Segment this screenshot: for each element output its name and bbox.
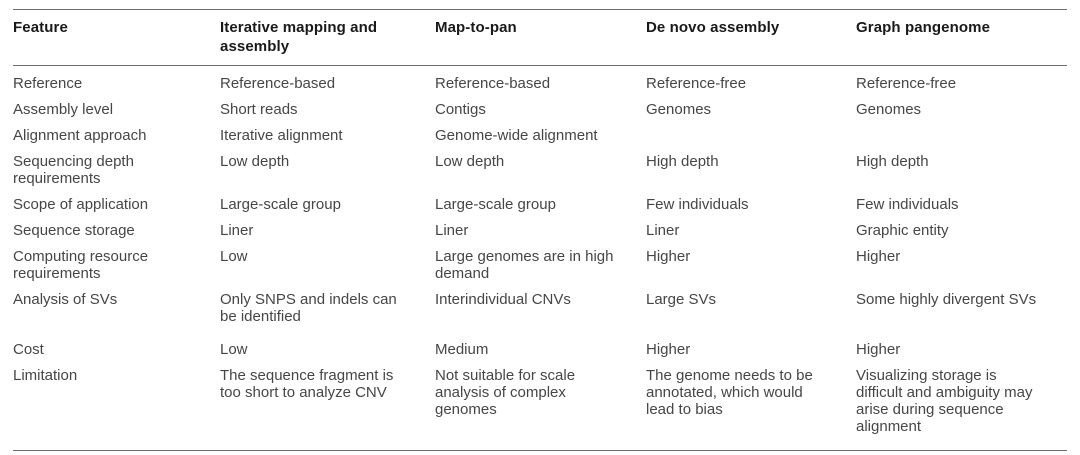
table-row: Sequence storage Liner Liner Liner Graphic e…	[13, 218, 1067, 244]
value-cell: The sequence fragment is too short to an…	[220, 367, 394, 401]
value-cell: Low depth	[435, 153, 505, 170]
value-cell: Contigs	[435, 101, 486, 118]
value-cell: Liner	[220, 222, 254, 239]
value-cell: Low depth	[220, 153, 290, 170]
value-cell: Large-scale group	[220, 196, 341, 213]
value-cell: Higher	[856, 248, 901, 265]
value-cell	[646, 123, 856, 149]
value-cell: Higher	[646, 248, 691, 265]
feature-cell: Reference	[13, 75, 83, 92]
value-cell: Large SVs	[646, 291, 717, 308]
value-cell: Medium	[435, 341, 489, 358]
feature-cell: Limitation	[13, 367, 78, 384]
column-header: De novo assembly	[646, 19, 780, 36]
column-header: Iterative mapping and assembly	[220, 19, 378, 55]
table-row: Computing resource requirements Low Large …	[13, 244, 1067, 287]
value-cell: Reference-based	[220, 75, 336, 92]
value-cell: Only SNPS and indels can be identified	[220, 291, 397, 325]
table-row: Reference Reference-based Reference-based R…	[13, 66, 1067, 98]
table-body: Reference Reference-based Reference-based R…	[13, 66, 1067, 451]
column-header: Map-to-pan	[435, 19, 517, 36]
value-cell: Low	[220, 248, 248, 265]
value-cell: Large-scale group	[435, 196, 556, 213]
feature-cell: Assembly level	[13, 101, 114, 118]
table-header: Feature Iterative mapping and assembly Map…	[13, 10, 1067, 66]
table-row: Alignment approach Iterative alignment Gen…	[13, 123, 1067, 149]
feature-cell: Alignment approach	[13, 127, 147, 144]
column-header: Graph pangenome	[856, 19, 991, 36]
comparison-table: Feature Iterative mapping and assembly Map…	[13, 9, 1067, 451]
value-cell	[856, 123, 1067, 149]
value-cell: High depth	[856, 153, 929, 170]
value-cell: Few individuals	[646, 196, 749, 213]
value-cell: Liner	[435, 222, 469, 239]
value-cell: Higher	[856, 341, 901, 358]
feature-cell: Scope of application	[13, 196, 149, 213]
value-cell: The genome needs to be annotated, which …	[646, 367, 813, 418]
feature-cell: Sequencing depth requirements	[13, 153, 134, 187]
value-cell: Large genomes are in high demand	[435, 248, 614, 282]
value-cell: Reference-free	[646, 75, 747, 92]
comparison-table-container: Feature Iterative mapping and assembly Map…	[13, 9, 1067, 451]
value-cell: Some highly divergent SVs	[856, 291, 1037, 308]
value-cell: Not suitable for scale analysis of compl…	[435, 367, 576, 418]
table-row: Limitation The sequence fragment is too s…	[13, 363, 1067, 451]
value-cell: High depth	[646, 153, 719, 170]
value-cell: Interindividual CNVs	[435, 291, 571, 308]
value-cell: Liner	[646, 222, 680, 239]
value-cell: Genomes	[856, 101, 922, 118]
value-cell: Genomes	[646, 101, 712, 118]
value-cell: Higher	[646, 341, 691, 358]
column-header: Feature	[13, 19, 68, 36]
value-cell: Few individuals	[856, 196, 959, 213]
value-cell: Reference-based	[435, 75, 551, 92]
feature-cell: Sequence storage	[13, 222, 135, 239]
value-cell: Genome-wide alignment	[435, 127, 598, 144]
table-row: Sequencing depth requirements Low depth Lo…	[13, 149, 1067, 192]
table-row: Analysis of SVs Only SNPS and indels can …	[13, 287, 1067, 330]
value-cell: Graphic entity	[856, 222, 949, 239]
feature-cell: Cost	[13, 341, 44, 358]
feature-cell: Computing resource requirements	[13, 248, 149, 282]
table-row: Cost Low Medium Higher Higher	[13, 330, 1067, 363]
feature-cell: Analysis of SVs	[13, 291, 118, 308]
value-cell: Iterative alignment	[220, 127, 343, 144]
value-cell: Reference-free	[856, 75, 957, 92]
value-cell: Low	[220, 341, 248, 358]
header-row: Feature Iterative mapping and assembly Map…	[13, 10, 1067, 66]
table-row: Scope of application Large-scale group Lar…	[13, 192, 1067, 218]
value-cell: Short reads	[220, 101, 298, 118]
table-row: Assembly level Short reads Contigs Genomes G…	[13, 97, 1067, 123]
value-cell: Visualizing storage is difficult and amb…	[856, 367, 1033, 435]
